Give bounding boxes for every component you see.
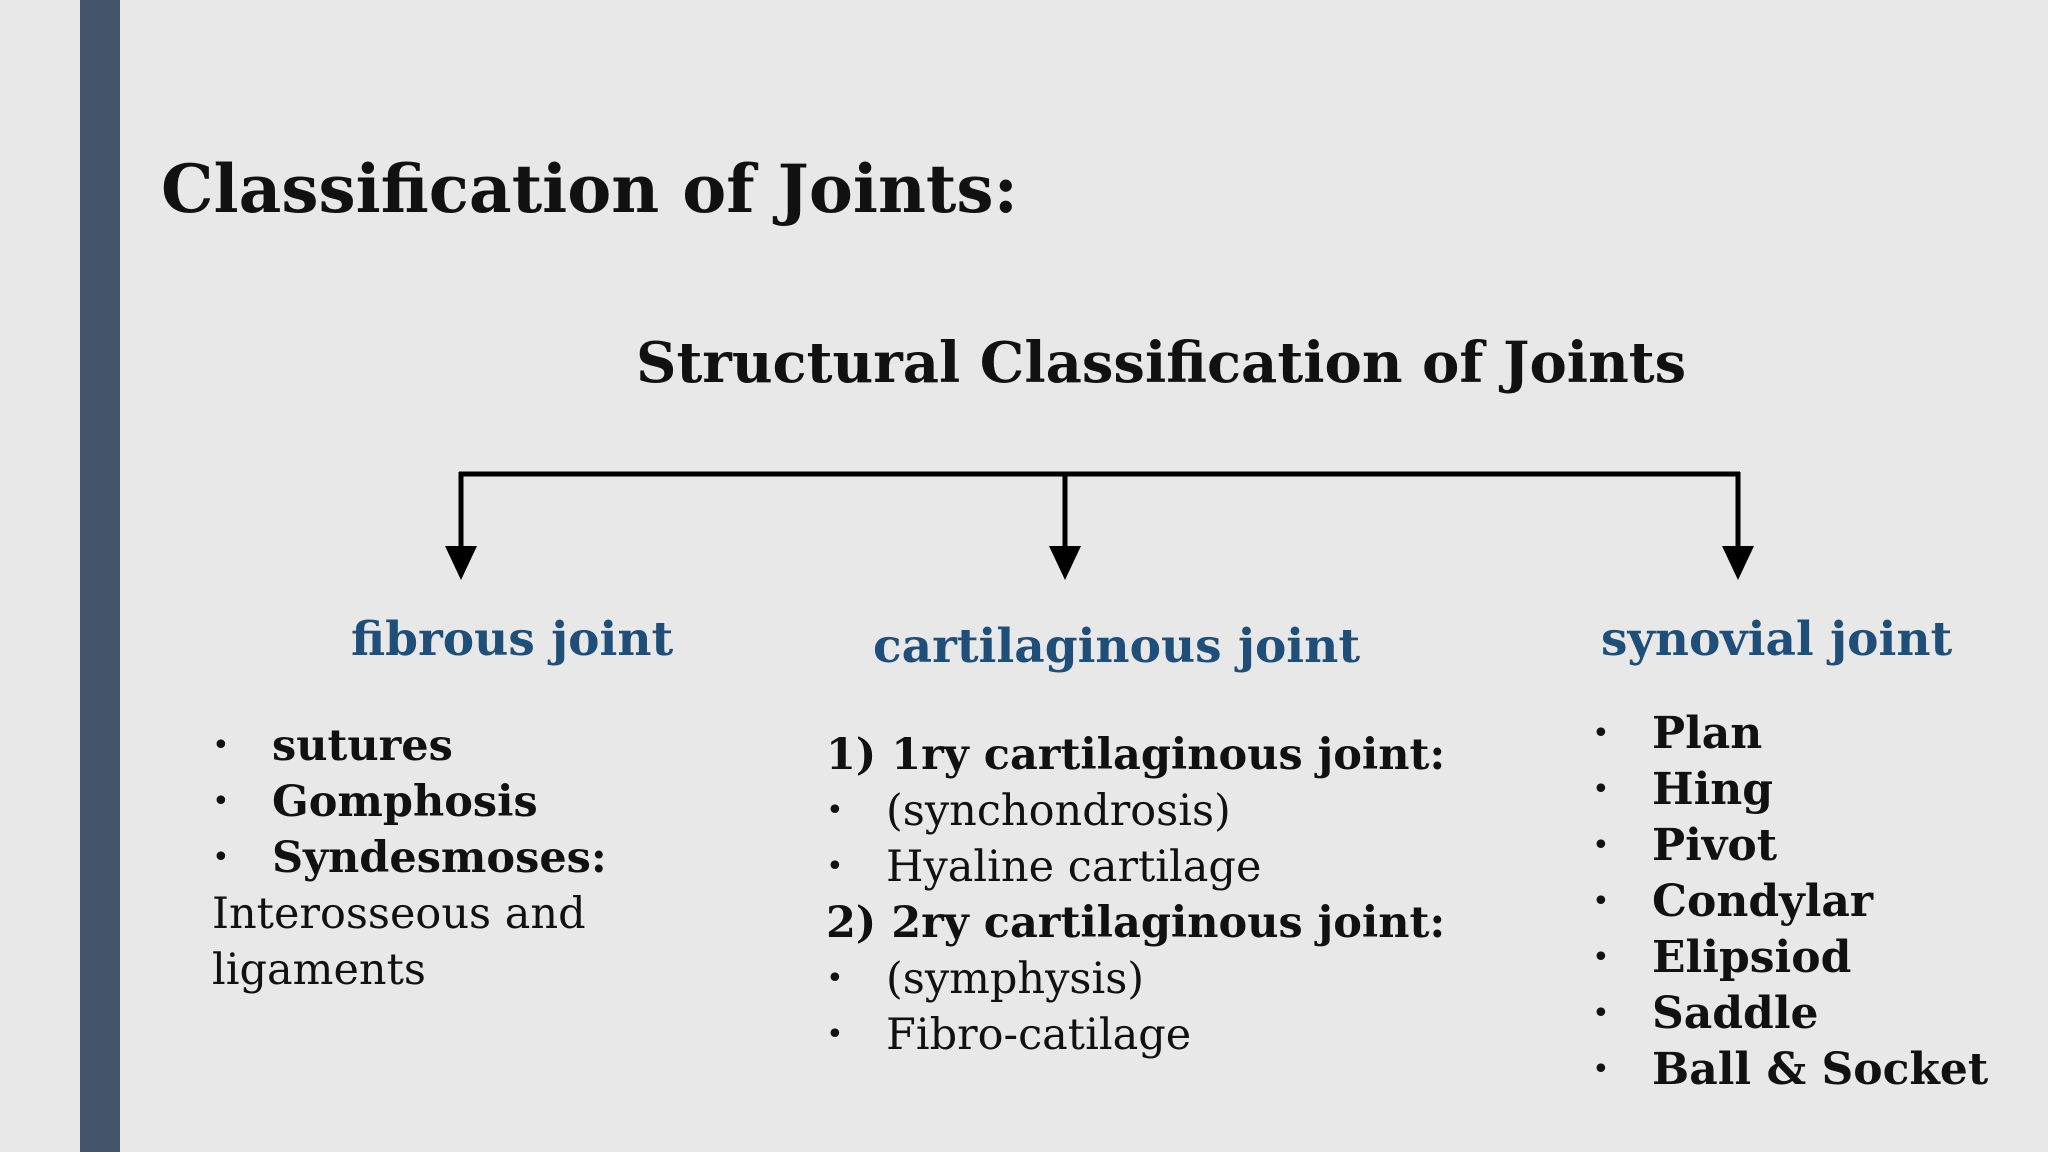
list-item: Gomphosis [212, 774, 607, 830]
cartilaginous-joint-list: 1) 1ry cartilaginous joint:(synchondrosi… [826, 727, 1445, 1063]
list-item: Condylar [1592, 874, 1988, 930]
branch-heading-synovial: synovial joint [1601, 612, 1953, 667]
list-item: Fibro-catilage [826, 1007, 1445, 1063]
list-item: Plan [1592, 706, 1988, 762]
branch-heading-cartilaginous: cartilaginous joint [873, 619, 1361, 674]
synovial-joint-list: PlanHingPivotCondylarElipsiodSaddleBall … [1592, 706, 1988, 1098]
list-item: Hyaline cartilage [826, 839, 1445, 895]
list-item: Hing [1592, 762, 1988, 818]
arrowhead-fibrous [445, 546, 477, 580]
arrowhead-synovial [1722, 546, 1754, 580]
list-item: (synchondrosis) [826, 783, 1445, 839]
list-item: Elipsiod [1592, 930, 1988, 986]
list-item: sutures [212, 718, 607, 774]
list-item: Saddle [1592, 986, 1988, 1042]
arrowhead-cartilaginous [1049, 546, 1081, 580]
branch-heading-fibrous: fibrous joint [351, 612, 674, 667]
slide-accent-bar [80, 0, 120, 1152]
fibrous-joint-list: suturesGomphosisSyndesmoses:Interosseous… [212, 718, 607, 998]
slide-title: Classification of Joints: [161, 150, 1018, 228]
list-item: Interosseous and [212, 889, 586, 939]
diagram-root-label: Structural Classification of Joints [636, 330, 1687, 396]
list-item: Syndesmoses: [212, 830, 607, 886]
list-item: Pivot [1592, 818, 1988, 874]
list-item: 1) 1ry cartilaginous joint: [826, 730, 1446, 780]
list-item: ligaments [212, 945, 426, 995]
list-item: 2) 2ry cartilaginous joint: [826, 898, 1446, 948]
list-item: (symphysis) [826, 951, 1445, 1007]
list-item: Ball & Socket [1592, 1042, 1988, 1098]
